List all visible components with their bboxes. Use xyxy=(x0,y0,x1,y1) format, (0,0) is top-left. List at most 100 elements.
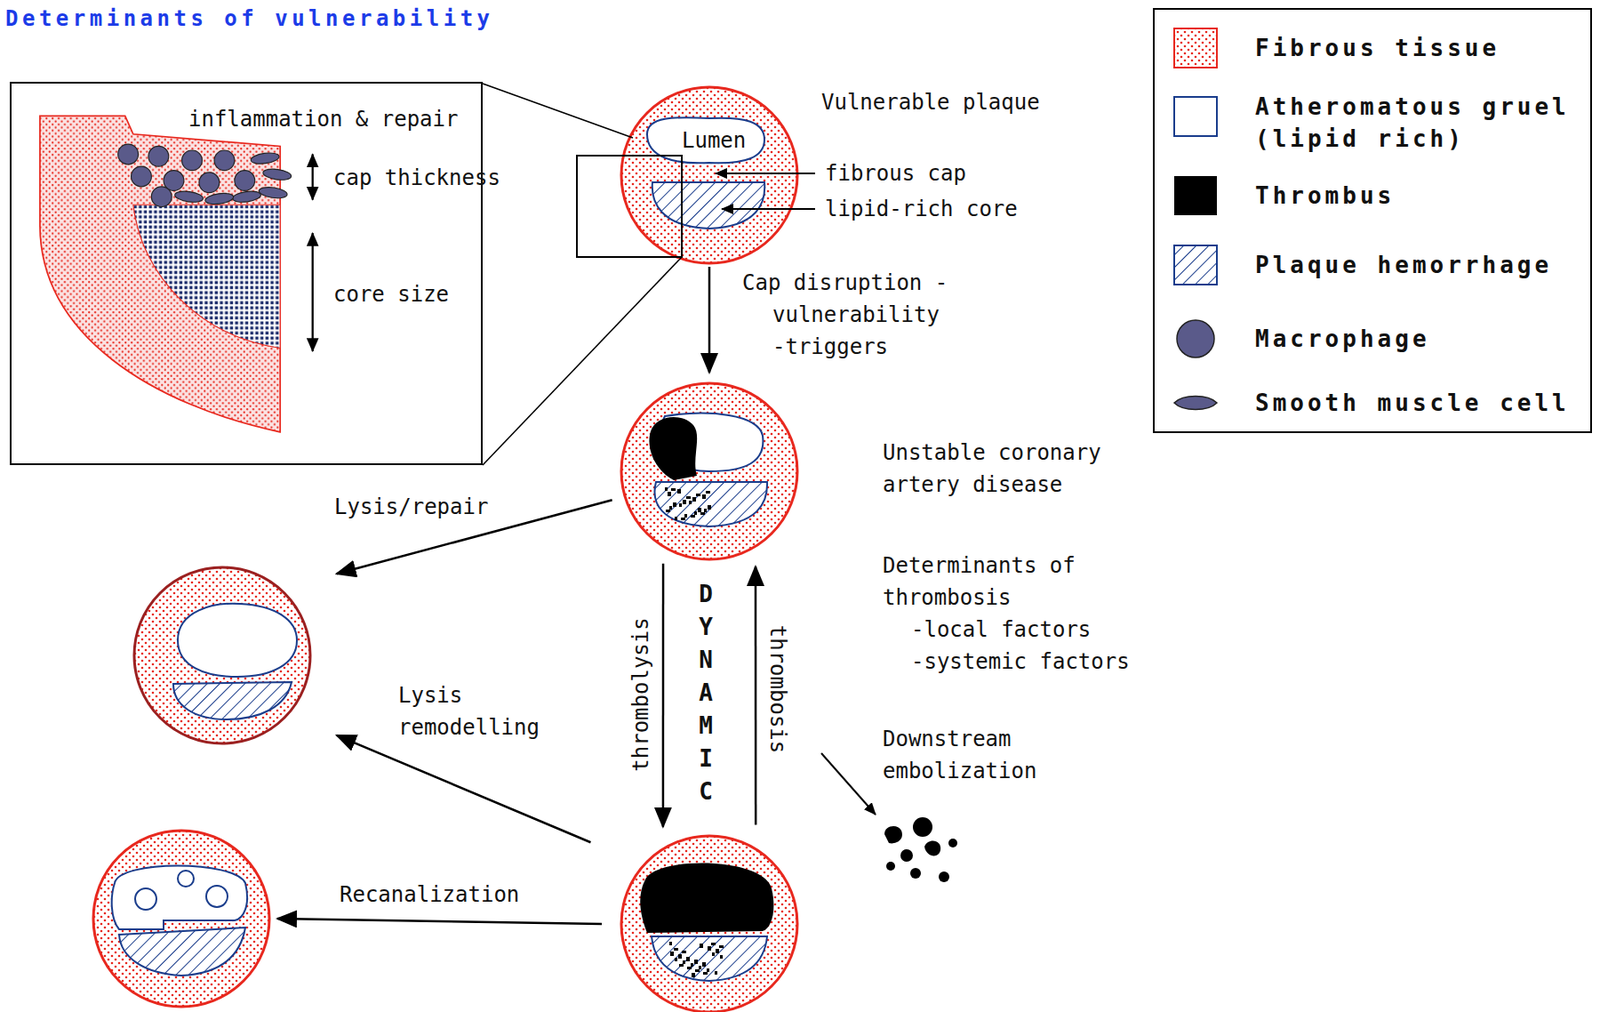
gruel-speck xyxy=(667,491,672,496)
zoom-line xyxy=(482,83,633,138)
macrophage xyxy=(214,150,235,171)
gruel-speck xyxy=(665,509,671,512)
emboli xyxy=(884,816,958,882)
annotation-label: -systemic factors xyxy=(911,645,1130,678)
shape-part xyxy=(119,927,246,976)
gruel-speck xyxy=(677,488,681,494)
gruel-speck xyxy=(681,950,687,953)
plaque-cross-section xyxy=(91,828,272,1008)
arrow-connector xyxy=(708,266,712,373)
gruel-speck xyxy=(680,517,686,520)
plaque-circle: Vulnerable plaqueLumen xyxy=(619,85,800,265)
gruel-speck xyxy=(687,966,692,969)
gruel-speck xyxy=(711,942,716,945)
arrow-connector xyxy=(662,563,665,827)
gruel-speck xyxy=(678,953,682,959)
gruel-speck xyxy=(720,954,723,959)
plaque-cross-section xyxy=(619,85,800,265)
plaque-cross-section xyxy=(132,565,312,745)
plaque-cross-section xyxy=(619,833,800,1012)
node-text: Lumen xyxy=(681,124,746,157)
plaque-circle xyxy=(91,828,272,1008)
gruel-speck xyxy=(672,502,677,507)
smooth-muscle-cell xyxy=(232,189,262,204)
edge-label: Lysis remodelling xyxy=(398,679,554,744)
gruel-speck xyxy=(702,494,706,499)
annotation-label: -local factors xyxy=(911,613,1091,646)
gruel-speck xyxy=(690,962,694,967)
annotation-label: fibrous cap xyxy=(824,157,967,190)
gruel-speck xyxy=(702,961,706,967)
gruel-speck xyxy=(673,947,679,951)
arrow-connector xyxy=(277,918,602,924)
node-heading: Unstable coronary artery disease xyxy=(882,436,1116,501)
macrophage xyxy=(199,172,220,193)
gruel-speck xyxy=(695,968,700,972)
artery-wall xyxy=(621,835,798,1012)
smooth-muscle-cell xyxy=(262,167,292,182)
annotation-label: Determinants of thrombosis xyxy=(882,549,1096,614)
legend-swatch xyxy=(1172,243,1219,287)
edge-label: Lysis/repair xyxy=(334,490,488,523)
gruel-speck xyxy=(703,971,708,975)
gruel-speck xyxy=(712,952,715,956)
smooth-muscle-cell xyxy=(258,185,288,200)
legend-swatch xyxy=(1172,381,1219,424)
gruel-speck xyxy=(698,965,702,969)
smooth-muscle-cell xyxy=(204,192,234,207)
leader-line xyxy=(721,208,816,210)
artery-wall xyxy=(93,830,270,1007)
legend-text: Macrophage xyxy=(1255,322,1431,355)
gruel-speck xyxy=(715,948,720,953)
legend-text: Plaque hemorrhage xyxy=(1255,248,1552,281)
gruel-speck xyxy=(682,960,686,964)
shape-part xyxy=(648,416,697,480)
zoom-frame xyxy=(576,155,682,257)
legend-text: Smooth muscle cell xyxy=(1255,386,1570,419)
shape-part xyxy=(655,481,768,527)
gruel-speck xyxy=(669,505,672,510)
leader-line xyxy=(715,172,816,175)
gruel-speck xyxy=(664,487,668,491)
legend-swatch xyxy=(1172,26,1219,70)
gruel-speck xyxy=(686,496,691,499)
artery-wall xyxy=(621,87,798,264)
legend-swatch xyxy=(1172,174,1219,217)
macrophage xyxy=(151,186,172,208)
gruel-speck xyxy=(682,499,687,504)
smooth-muscle-cell xyxy=(174,189,204,204)
gruel-speck xyxy=(696,493,701,496)
macrophage xyxy=(131,166,152,187)
shape-part xyxy=(133,204,280,348)
macrophage xyxy=(234,170,256,192)
gruel-speck xyxy=(707,504,712,510)
gruel-speck xyxy=(704,508,707,512)
embolization-arrow xyxy=(821,752,876,815)
recanalized-channel xyxy=(177,870,194,887)
plaque-cross-section xyxy=(619,381,800,561)
legend-text: Atheromatous gruel (lipid rich) xyxy=(1255,90,1584,155)
legend-text: Fibrous tissue xyxy=(1255,32,1500,64)
legend-swatch xyxy=(1172,317,1219,360)
arrow-connector xyxy=(336,735,592,842)
gruel-speck xyxy=(691,972,696,977)
annotation-label: DYNAMIC xyxy=(694,577,718,808)
shape-part xyxy=(651,936,768,981)
recanalized-channel xyxy=(135,888,157,910)
gruel-speck xyxy=(705,490,711,494)
arrow-connector xyxy=(754,566,758,825)
gruel-speck xyxy=(684,513,688,518)
gruel-speck xyxy=(690,514,696,518)
macrophage xyxy=(118,144,139,165)
node-text: cap thickness xyxy=(333,161,501,194)
edge-label: Cap disruption -vulnerability -triggers xyxy=(742,266,964,363)
smooth-muscle-cell xyxy=(249,151,280,166)
plaque-detail xyxy=(11,83,481,464)
node-heading: Vulnerable plaque xyxy=(821,86,1040,119)
annotation-label: Downstream embolization xyxy=(882,722,1048,787)
artery-wall xyxy=(134,567,311,744)
macrophage xyxy=(148,145,169,167)
diagram-title: Determinants of vulnerability xyxy=(5,5,495,32)
detail-box: inflammation & repaircap thicknesscore s… xyxy=(9,81,483,465)
gruel-speck xyxy=(694,511,697,515)
